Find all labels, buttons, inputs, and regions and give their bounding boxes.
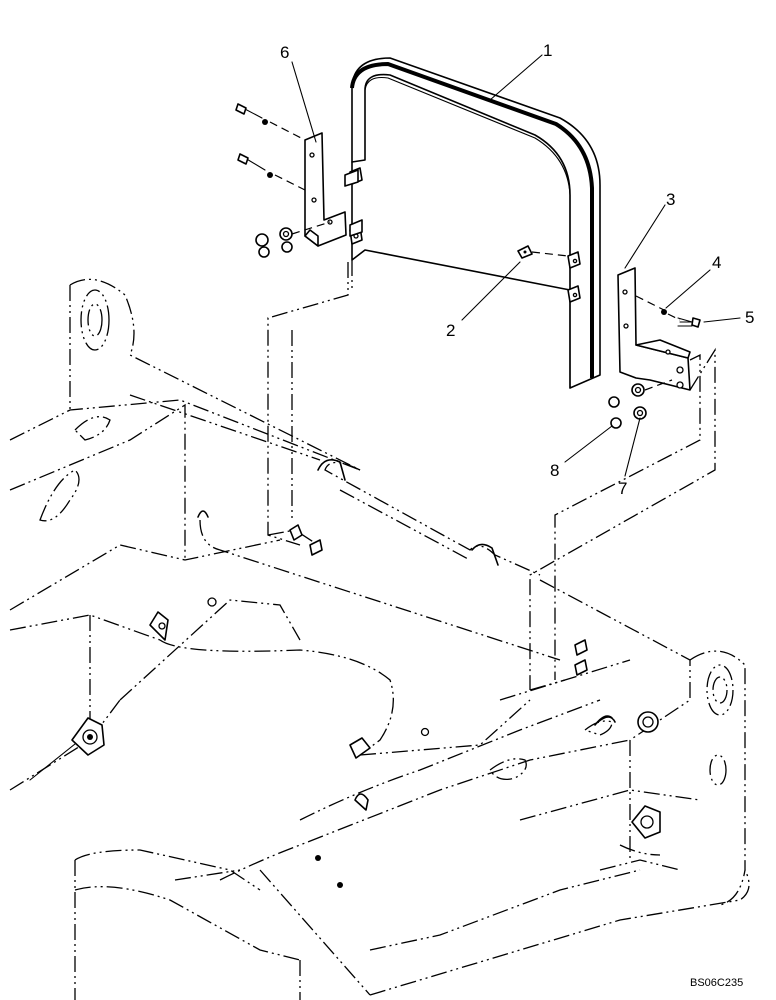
callout-4: 4: [712, 253, 721, 272]
callout-2: 2: [446, 321, 455, 340]
callout-1: 1: [543, 41, 552, 60]
panel-clip: [517, 245, 569, 259]
machine-frame: [9, 278, 750, 1000]
callout-leaders: [291, 54, 741, 477]
left-bracket: [235, 103, 363, 258]
alignment-lines: [197, 260, 716, 723]
callout-5: 5: [745, 308, 754, 327]
right-bracket: [608, 267, 701, 429]
callout-3: 3: [666, 190, 675, 209]
callout-8: 8: [550, 461, 559, 480]
drawing-code: BS06C235: [690, 977, 743, 989]
frame-hardware: [71, 597, 661, 888]
callout-7: 7: [618, 479, 627, 498]
callout-6: 6: [280, 43, 289, 62]
callout-labels: 1 2 3 4 5 6 7 8: [280, 41, 754, 498]
seat-back-panel: [349, 57, 601, 389]
